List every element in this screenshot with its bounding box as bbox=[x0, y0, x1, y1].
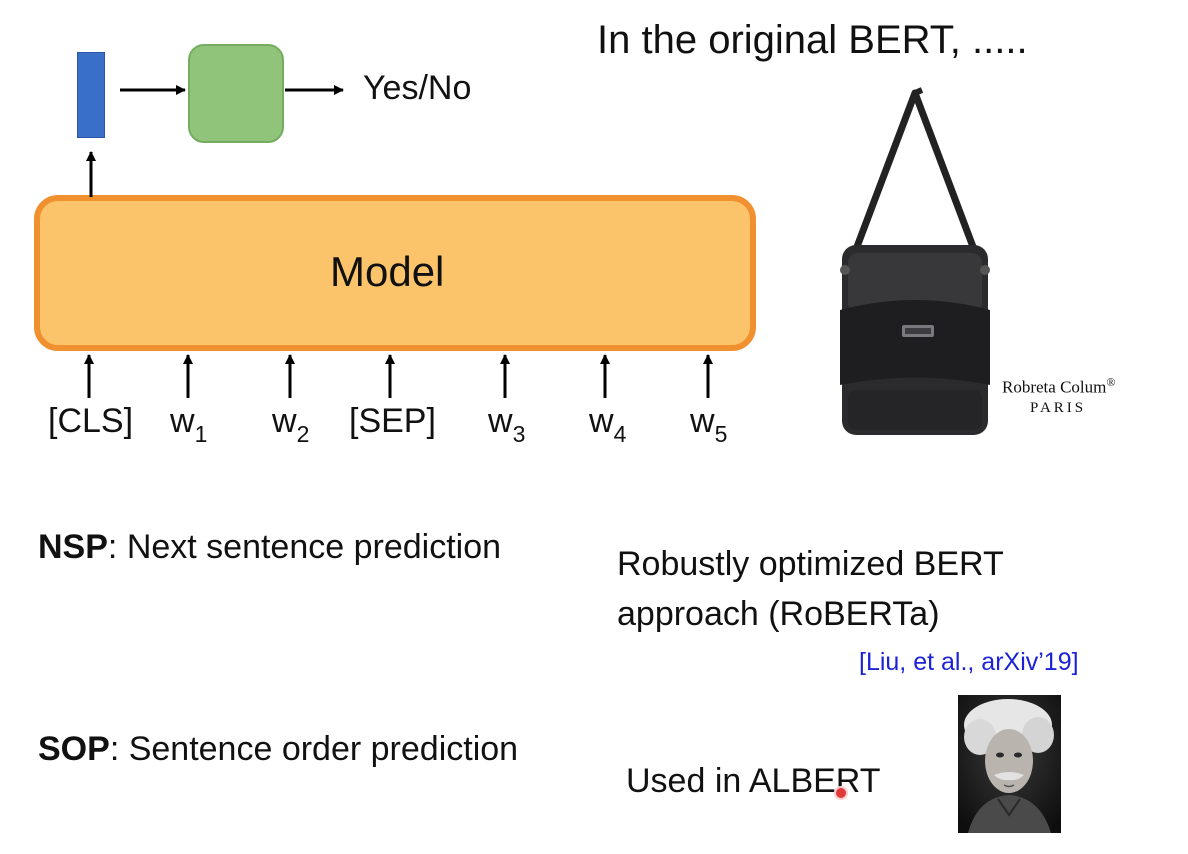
output-label: Yes/No bbox=[363, 69, 472, 107]
token-w1: w1 bbox=[170, 402, 208, 447]
cls-vector-block bbox=[77, 52, 105, 138]
token-cls: [CLS] bbox=[48, 402, 134, 440]
slide-title: In the original BERT, ..... bbox=[597, 18, 1028, 62]
pointer-dot bbox=[834, 786, 848, 800]
portrait-photo bbox=[958, 695, 1061, 833]
shoulder-bag-image bbox=[840, 87, 990, 435]
token-sep: [SEP] bbox=[349, 402, 436, 440]
nsp-line: NSP: Next sentence prediction bbox=[38, 528, 502, 566]
token-w2: w2 bbox=[272, 402, 310, 447]
token-w4: w4 bbox=[589, 402, 627, 447]
bag-brand-city: PARIS bbox=[1030, 400, 1087, 416]
model-block bbox=[34, 195, 756, 351]
sop-line: SOP: Sentence order prediction bbox=[38, 730, 519, 768]
bag-brand-name: Robreta Colum® bbox=[1002, 375, 1116, 397]
roberta-citation: [Liu, et al., arXiv’19] bbox=[859, 648, 1079, 676]
classifier-block bbox=[188, 44, 284, 143]
token-w5: w5 bbox=[690, 402, 728, 447]
roberta-line-1: Robustly optimized BERT bbox=[617, 545, 1004, 583]
model-label: Model bbox=[330, 248, 445, 295]
token-w3: w3 bbox=[488, 402, 526, 447]
roberta-line-2: approach (RoBERTa) bbox=[617, 595, 940, 633]
